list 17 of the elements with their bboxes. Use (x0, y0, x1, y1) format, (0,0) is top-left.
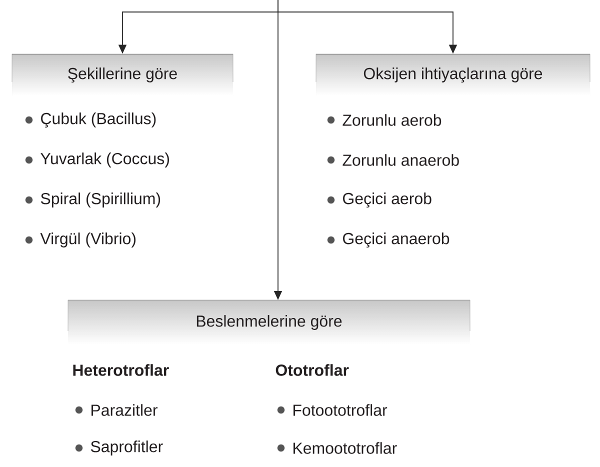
bullet-item: Virgül (Vibrio) (25, 232, 136, 248)
bullet-item: Saprofitler (75, 440, 163, 456)
bullet-item: Çubuk (Bacillus) (25, 112, 156, 128)
header-box: Oksijen ihtiyaçlarına göre (316, 54, 590, 96)
bullet-item: Geçici aerob (327, 192, 432, 208)
subheading: Ototroflar (276, 364, 349, 376)
subheading: Heterotroflar (73, 364, 169, 376)
bullet-item: Geçici anaerob (327, 232, 450, 248)
bullet-item: Spiral (Spirillium) (25, 192, 160, 208)
header-box: Beslenmelerine göre (68, 300, 470, 345)
bullet-item: Parazitler (75, 404, 158, 416)
bullet-item: Fotoototroflar (277, 404, 388, 416)
bullet-item: Kemoototroflar (277, 442, 397, 454)
bullet-item: Zorunlu aerob (327, 114, 442, 126)
header-box: Şekillerine göre (12, 54, 234, 96)
bullet-item: Zorunlu anaerob (327, 154, 459, 166)
bullet-item: Yuvarlak (Coccus) (25, 152, 169, 168)
